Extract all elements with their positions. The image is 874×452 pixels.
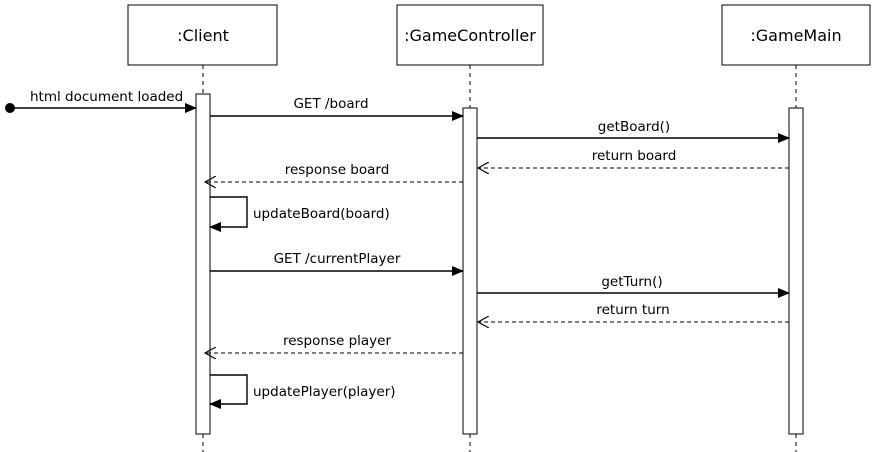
message-response-board: response board	[205, 162, 463, 182]
message-label-update-player: updatePlayer(player)	[253, 384, 396, 400]
message-label-return-board: return board	[592, 148, 677, 164]
message-update-player: updatePlayer(player)	[209, 374, 396, 409]
message-label-get-board-call: getBoard()	[598, 119, 670, 135]
lifeline-box-main	[721, 4, 871, 66]
lifeline-label-client: :Client	[177, 26, 229, 45]
message-get-board: GET /board	[210, 96, 464, 121]
lifeline-box-controller	[396, 4, 544, 66]
message-label-get-turn: getTurn()	[601, 274, 662, 290]
message-get-board-call: getBoard()	[477, 119, 790, 143]
message-label-response-board: response board	[285, 162, 390, 178]
message-label-get-current-player: GET /currentPlayer	[274, 251, 401, 267]
message-label-response-player: response player	[283, 333, 391, 349]
message-arrow-update-board	[209, 196, 248, 232]
activation-bar-main	[788, 107, 804, 435]
message-label-html-loaded: html document loaded	[30, 89, 183, 105]
lifeline-box-client	[127, 4, 278, 66]
message-get-current-player: GET /currentPlayer	[210, 251, 464, 276]
lifeline-label-main: :GameMain	[750, 26, 841, 45]
lifeline-main: :GameMain	[721, 4, 871, 452]
message-html-loaded: html document loaded	[5, 89, 197, 113]
message-get-turn: getTurn()	[477, 274, 790, 298]
lifeline-label-controller: :GameController	[404, 26, 536, 45]
message-return-board: return board	[478, 148, 789, 168]
message-response-player: response player	[205, 333, 463, 353]
activation-bar-client	[195, 93, 211, 435]
message-arrow-update-player	[209, 374, 248, 409]
message-return-turn: return turn	[478, 302, 789, 322]
message-label-return-turn: return turn	[596, 302, 669, 318]
message-label-update-board: updateBoard(board)	[253, 206, 390, 222]
lifeline-controller: :GameController	[396, 4, 544, 452]
activation-bar-controller	[462, 107, 478, 435]
message-label-get-board: GET /board	[293, 96, 368, 112]
message-update-board: updateBoard(board)	[209, 196, 390, 232]
